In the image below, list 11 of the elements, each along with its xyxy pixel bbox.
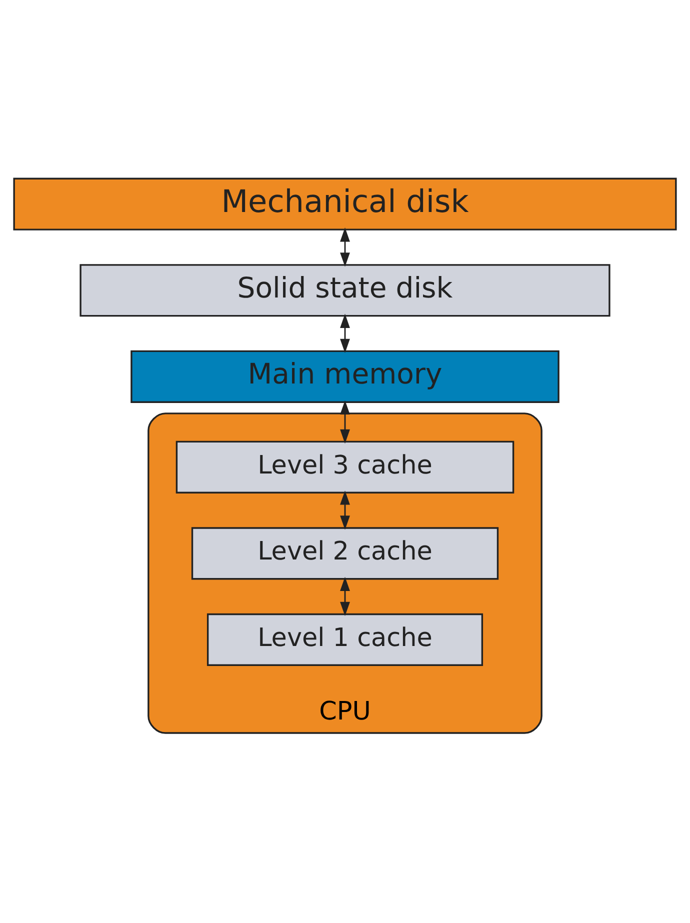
arrow [340, 228, 350, 267]
arrow [340, 490, 350, 530]
arrow [340, 314, 350, 353]
node-box: Main memory [130, 350, 560, 403]
arrow [340, 400, 350, 444]
node-box: Level 3 cache [176, 440, 514, 494]
node-box: Solid state disk [80, 264, 610, 317]
node-box: Level 1 cache [206, 613, 484, 666]
node-box: Level 2 cache [191, 527, 499, 580]
arrow [340, 576, 350, 616]
node-box: Mechanical disk [13, 178, 677, 230]
